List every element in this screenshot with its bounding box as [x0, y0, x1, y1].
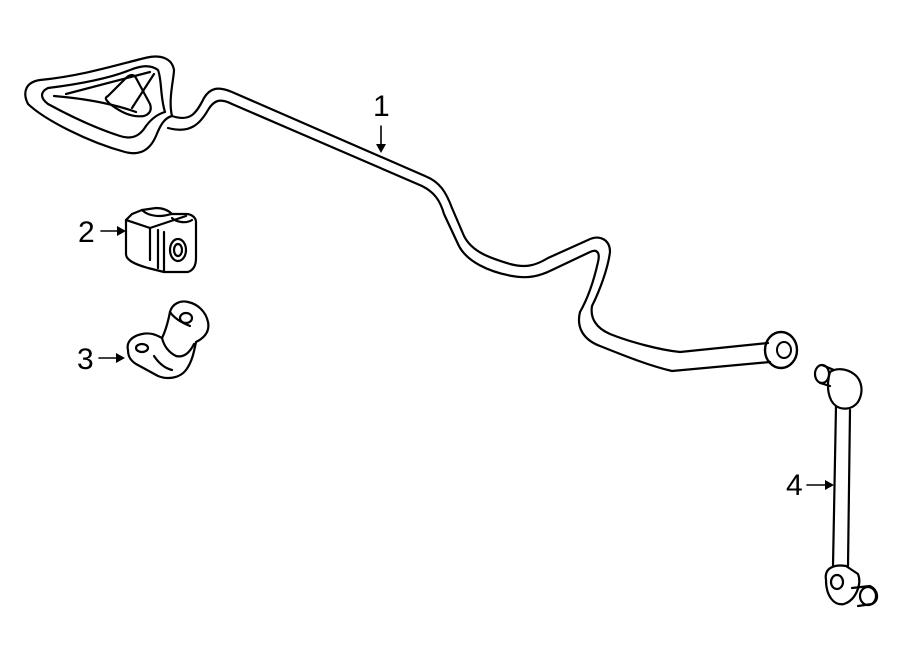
- callout-3: 3: [77, 343, 94, 376]
- stabilizer-bar: [24, 55, 799, 373]
- arrowhead-4: [825, 480, 834, 490]
- leader-arrows: [98, 125, 827, 486]
- arrowhead-1: [376, 144, 386, 153]
- arrowhead-2: [117, 226, 126, 236]
- callout-1: 1: [373, 90, 390, 123]
- stabilizer-link: [813, 363, 879, 608]
- bushing-bracket: [126, 300, 210, 380]
- callout-4: 4: [786, 469, 803, 502]
- arrowheads: [116, 144, 834, 490]
- stabilizer-bushing: [124, 206, 198, 274]
- arrowhead-3: [116, 353, 125, 363]
- callout-2: 2: [78, 216, 95, 249]
